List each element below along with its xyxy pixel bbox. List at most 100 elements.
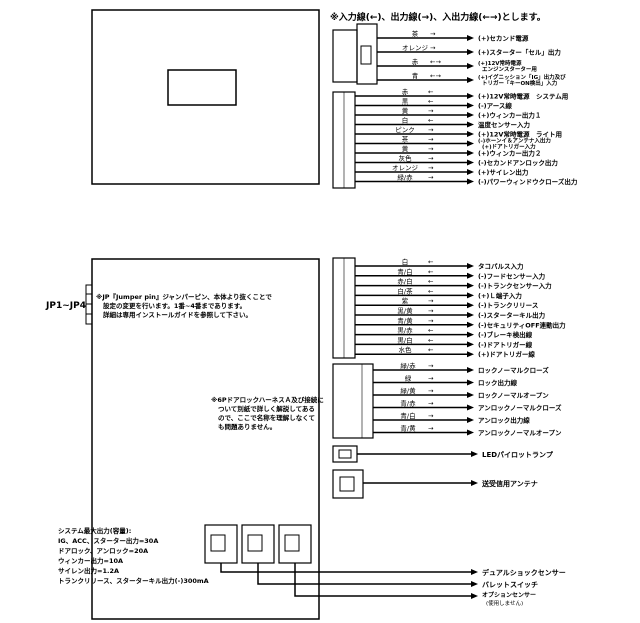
wire-function-label: (+)ウィンカー出力１ (478, 111, 541, 120)
wire-color-label: 赤/白 (397, 277, 412, 286)
option-sensor-sublabel: (使用しません) (486, 599, 523, 607)
wire-direction-label: → (428, 412, 434, 420)
wire-direction-label: → (428, 400, 434, 408)
wire-direction-label: → (428, 155, 434, 163)
wire-function-sublabel: エンジンスターター用 (482, 65, 537, 73)
wire-function-label: (+)12V常時電源 ライト用 (478, 130, 562, 139)
antenna-label: 送受信用アンテナ (481, 479, 538, 488)
wire-function-label: (+)ドアトリガー線 (478, 350, 535, 359)
spec-line: システム最大出力(容量): (58, 527, 132, 535)
wire-function-label: (-)フードセンサー入力 (478, 271, 546, 280)
wire-direction-label: → (428, 375, 434, 383)
wire-color-label: 黒/赤 (397, 327, 413, 335)
wire-direction-label: → (428, 425, 434, 433)
wire-function-label: (-)トランクリリース (478, 301, 538, 310)
wire-function-label: ロックノーマルクローズ (478, 366, 549, 375)
wire-direction-label: ← (428, 346, 434, 354)
wire-color-label: 白 (402, 116, 409, 125)
wire-function-label: タコパルス入力 (478, 262, 524, 271)
connector-d (332, 363, 374, 439)
arrow-right-icon (467, 49, 474, 55)
door-lock-note-line: ※6PドアロックハーネスＡ及び接続に (211, 396, 324, 404)
wire-function-label: (-)パワーウィンドウクローズ出力 (478, 177, 578, 186)
wire-function-label: ロックノーマルオープン (478, 391, 549, 400)
wire-function-sublabel: (+)ドアトリガー入力 (482, 143, 536, 151)
wire-direction-label: → (428, 126, 434, 134)
arrow-right-icon (467, 63, 474, 69)
wire-function-label: (+)ウィンカー出力２ (478, 149, 541, 158)
wire-direction-label: ←→ (430, 72, 441, 80)
valet-switch-label: バレットスイッチ (482, 581, 538, 589)
arrow-right-icon (467, 102, 474, 109)
arrow-right-icon (467, 392, 474, 398)
wire-direction-label: → (428, 164, 434, 172)
wire-color-label: 緑/赤 (397, 173, 413, 182)
wire-color-label: 緑/黄 (400, 386, 416, 395)
arrow-right-icon (467, 35, 474, 41)
arrow-right-icon (467, 351, 474, 358)
bottom-connector-2 (241, 524, 275, 564)
door-lock-note: ※6PドアロックハーネスＡ及び接続に ついて別紙で詳しく解説してある ので、ここ… (211, 396, 324, 432)
led-label: LEDパイロットランプ (482, 450, 554, 459)
wire-color-label: ピンク (395, 126, 415, 134)
wire-color-label: 青/黄 (400, 424, 416, 433)
arrow-right-icon (467, 292, 474, 299)
arrow-right-icon (467, 321, 474, 328)
wire-color-label: 緑 (405, 374, 412, 383)
arrow-right-icon (467, 131, 474, 137)
wire-direction-label: ← (428, 258, 434, 266)
door-lock-note-line: ついて別紙で詳しく解説してある (218, 405, 315, 413)
wire-direction-label: ← (428, 327, 434, 335)
main-unit-upper (91, 9, 320, 185)
wire-function-label: (-)アース線 (478, 101, 512, 110)
arrow-right-icon (467, 429, 474, 436)
wire-direction-label: ← (428, 287, 434, 295)
wire-direction-label: ← (428, 117, 434, 125)
jumper-pin-label: JP1~JP4 (46, 301, 86, 311)
arrow-right-icon (467, 178, 474, 185)
wire-color-label: 赤 (412, 58, 419, 66)
wire-direction-label: → (428, 107, 434, 115)
spec-line: ウィンカー出力=10A (58, 557, 124, 565)
arrow-right-icon (467, 150, 474, 156)
wire-function-label: (-)セカンドアンロック出力 (478, 158, 558, 167)
wire-direction-label: ← (428, 98, 434, 106)
arrow-right-icon (467, 263, 474, 269)
wire-function-label: (+)イグニッション「IG」出力及び (478, 73, 566, 81)
wire-direction-label: → (428, 307, 434, 315)
arrow-right-icon (467, 312, 474, 318)
wire-function-label: アンロック出力線 (478, 416, 530, 425)
wire-direction-label: → (428, 387, 434, 395)
wire-direction-label: → (428, 362, 434, 370)
wire-direction-label: → (428, 297, 434, 305)
wire-color-label: 白 (402, 257, 409, 266)
wire-color-label: 紫 (402, 297, 409, 305)
wire-color-label: 黒/黄 (397, 306, 413, 315)
jumper-pins (85, 284, 93, 325)
wire-direction-legend: ※入力線(←)、出力線(→)、入出力線(←→)とします。 (330, 13, 546, 23)
wire-function-sublabel: トリガー「キーON検出」入力 (482, 79, 558, 87)
door-lock-note-line: も問題ありません。 (218, 423, 277, 431)
arrow-right-icon (467, 417, 474, 423)
wire-function-label: (+)Ｌ端子入力 (478, 291, 522, 300)
wire-color-label: 黄 (402, 106, 409, 115)
wire-function-label: アンロックノーマルオープン (478, 428, 562, 437)
option-sensor-label: オプションセンサー (482, 591, 536, 599)
wire-function-label: (+)セカンド電源 (478, 34, 529, 43)
wire-function-label: (+)スターター「セル」出力 (478, 48, 561, 57)
arrow-right-icon (467, 331, 474, 338)
wire-color-label: 水色 (399, 345, 413, 354)
arrow-right-icon (467, 341, 474, 348)
dual-shock-sensor-label: デュアルショックセンサー (482, 568, 566, 577)
arrow-right-icon (467, 169, 474, 175)
spec-line: トランクリリース、スターターキル出力(-)300mA (58, 577, 209, 585)
wire-function-label: アンロックノーマルクローズ (478, 403, 562, 412)
wire-color-label: 赤 (402, 88, 409, 96)
wire-function-label: (-)ブレーキ検出線 (478, 330, 533, 339)
wire-function-label: (-)セキュリティOFF連動出力 (478, 320, 566, 329)
wire-color-label: 青/白 (400, 411, 415, 420)
bottom-connector-1 (204, 524, 238, 564)
wire-direction-label: ← (428, 88, 434, 96)
wire-direction-label: → (428, 136, 434, 144)
